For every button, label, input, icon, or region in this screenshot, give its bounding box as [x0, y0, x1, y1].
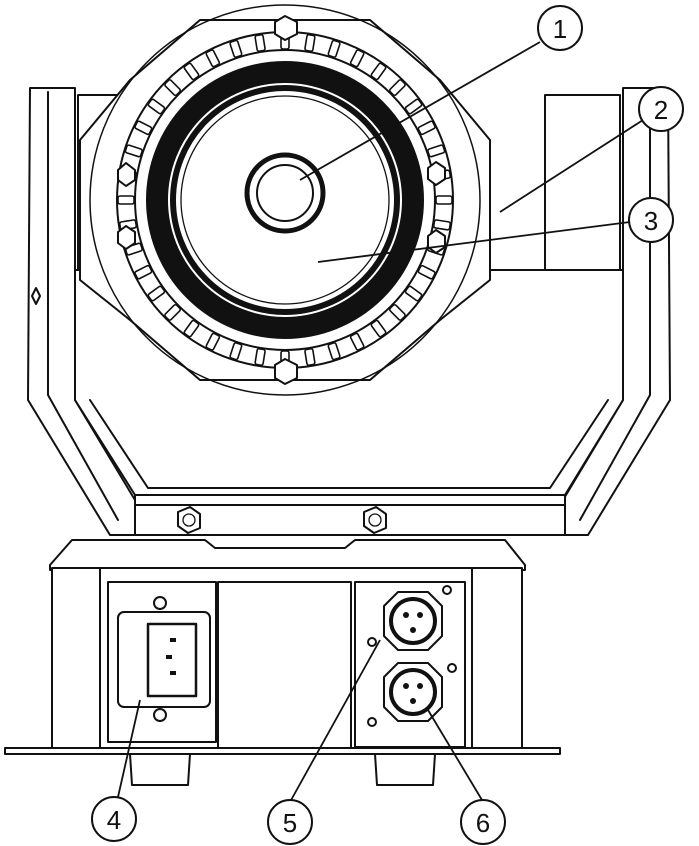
led-segment	[304, 347, 316, 367]
led-segment	[124, 144, 143, 158]
led-segment	[147, 98, 166, 115]
led-segment	[327, 39, 341, 58]
led-segment	[134, 264, 153, 280]
leader-4	[117, 699, 141, 798]
callout-4-label: 4	[107, 805, 121, 835]
leader-1	[299, 41, 541, 181]
dmx-out-connector	[367, 662, 457, 727]
led-segment	[388, 79, 406, 97]
led-segment	[349, 49, 365, 68]
lens-barrel	[146, 61, 424, 339]
callout-5-label: 5	[283, 808, 297, 838]
center-panel	[217, 581, 352, 749]
led-segment	[388, 303, 406, 321]
callout-1: 1	[537, 5, 583, 51]
led-segment	[435, 195, 453, 205]
led-segment	[205, 49, 221, 68]
yoke-crossbar	[134, 494, 566, 536]
head-nut-4	[427, 229, 446, 254]
led-segment	[370, 62, 387, 81]
callout-2-label: 2	[654, 95, 668, 125]
led-segment	[304, 33, 316, 53]
led-segment	[183, 319, 200, 338]
led-segment	[432, 219, 452, 231]
led-segment	[117, 195, 135, 205]
led-segment	[183, 62, 200, 81]
led-segment	[349, 332, 365, 351]
led-segment	[254, 33, 266, 53]
foot-right	[374, 753, 436, 786]
callout-2: 2	[638, 86, 684, 132]
led-segment	[370, 319, 387, 338]
led-segment	[134, 120, 153, 136]
head-nut-3	[427, 161, 446, 186]
led-segment	[417, 120, 436, 136]
led-segment	[404, 98, 423, 115]
led-segment	[229, 342, 243, 361]
power-inlet	[117, 596, 211, 722]
head-nut-1	[117, 162, 136, 187]
moving-head	[77, 4, 621, 396]
callout-1-label: 1	[553, 14, 567, 44]
led-segment	[254, 347, 266, 367]
callout-3-label: 3	[644, 206, 658, 236]
led-segment	[164, 303, 182, 321]
callout-5: 5	[267, 799, 313, 845]
led-segment	[427, 144, 446, 158]
foot-left	[129, 753, 191, 786]
leader-5	[289, 639, 381, 803]
led-segment	[147, 285, 166, 302]
led-segment	[164, 79, 182, 97]
led-segment	[404, 285, 423, 302]
center-lens	[244, 152, 326, 234]
leader-3	[317, 221, 631, 263]
callout-4: 4	[91, 796, 137, 842]
led-segment	[229, 39, 243, 58]
crossbar-bolt-right	[363, 506, 387, 534]
head-nut-2	[117, 225, 136, 250]
led-segment	[327, 342, 341, 361]
led-segment	[417, 264, 436, 280]
callout-6: 6	[460, 799, 506, 845]
dmx-in-connector	[367, 585, 452, 651]
leader-lines	[117, 41, 644, 803]
led-segment	[205, 332, 221, 351]
base	[4, 539, 561, 786]
leader-2	[499, 119, 644, 213]
callout-6-label: 6	[476, 808, 490, 838]
callout-3: 3	[628, 197, 674, 243]
leader-6	[427, 709, 483, 801]
crossbar-bolt-left	[177, 506, 201, 534]
